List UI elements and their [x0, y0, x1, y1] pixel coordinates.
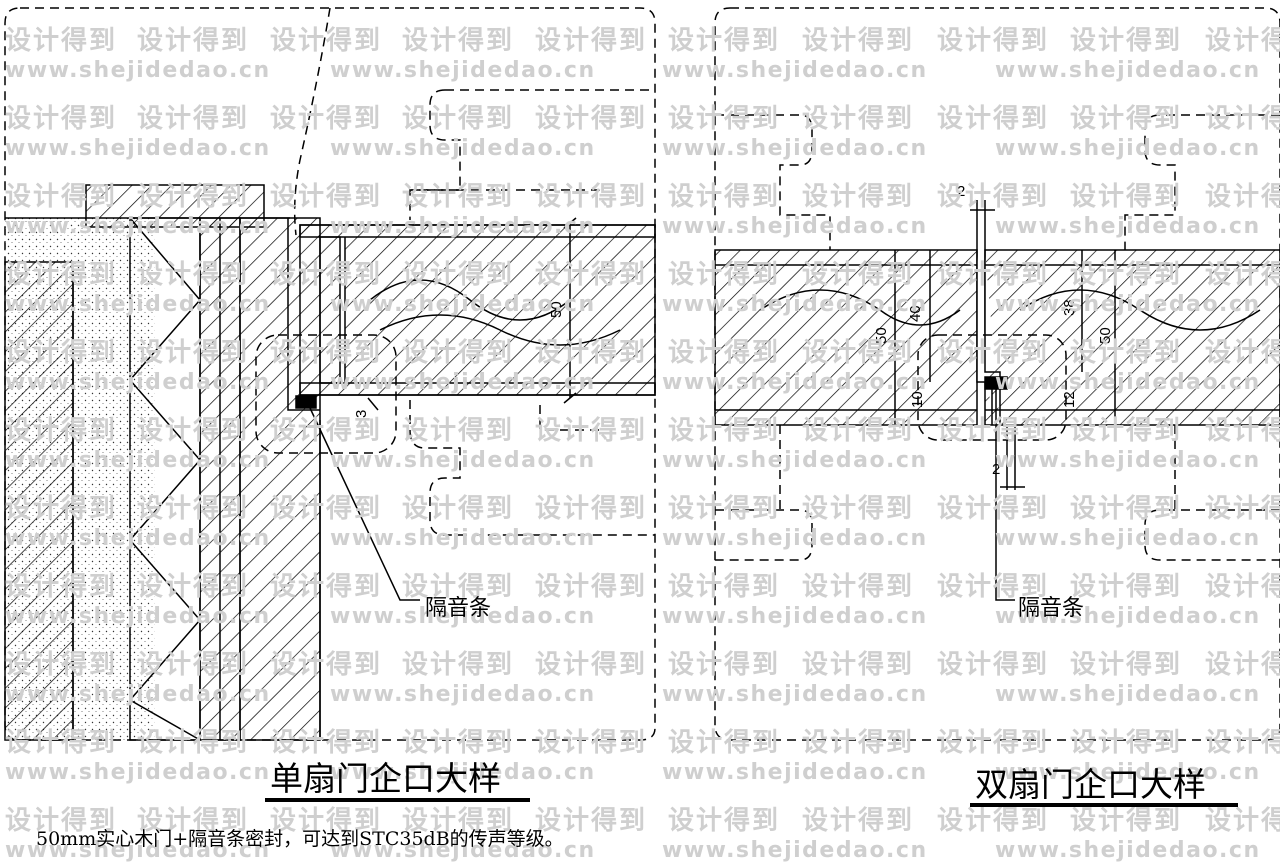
- right-dim-left-tongue: 40: [907, 305, 924, 322]
- right-right-leaf: [984, 249, 1280, 426]
- right-dim-left-leaf: 50: [873, 327, 890, 344]
- left-seal-leader: [309, 407, 420, 601]
- left-dim-door-thickness: 50: [548, 301, 565, 318]
- left-seal-strip: [295, 395, 317, 409]
- left-rabbet: [287, 218, 320, 411]
- right-dim-right-tongue: 38: [1061, 299, 1078, 316]
- right-seal-strip: [984, 376, 1008, 390]
- left-wall-hatch: [4, 261, 74, 741]
- left-detail-title: 单扇门企口大样: [270, 759, 501, 798]
- left-seal-highlight: [255, 334, 397, 454]
- left-dim-gap: 3: [353, 410, 370, 418]
- left-detail-drawing: [4, 7, 656, 741]
- right-dim-right-offset: 12: [1061, 391, 1078, 408]
- right-detail-frame: [714, 7, 1280, 741]
- left-break-line: [293, 7, 331, 236]
- right-left-leaf: [714, 249, 978, 426]
- right-detail-drawing: [714, 7, 1280, 741]
- right-dim-top-gap: 2: [957, 183, 965, 200]
- left-jamb: [239, 217, 321, 741]
- right-seal-highlight: [917, 334, 1067, 441]
- right-seal-leader: [995, 389, 1015, 601]
- right-detail-title: 双扇门企口大样: [975, 765, 1206, 804]
- right-dim-bottom-gap: 2: [992, 461, 1000, 478]
- right-title-underline: [970, 803, 1238, 807]
- left-title-underline: [265, 798, 530, 802]
- right-dim-left-offset: 10: [909, 391, 926, 408]
- caption-text: 50mm实心木门+隔音条密封，可达到STC35dB的传声等级。: [36, 828, 564, 850]
- left-detail-frame: [4, 7, 656, 741]
- right-dim-right-leaf: 50: [1097, 327, 1114, 344]
- right-seal-label: 隔音条: [1018, 596, 1085, 621]
- left-seal-label: 隔音条: [425, 596, 492, 621]
- left-architrave: [85, 184, 265, 228]
